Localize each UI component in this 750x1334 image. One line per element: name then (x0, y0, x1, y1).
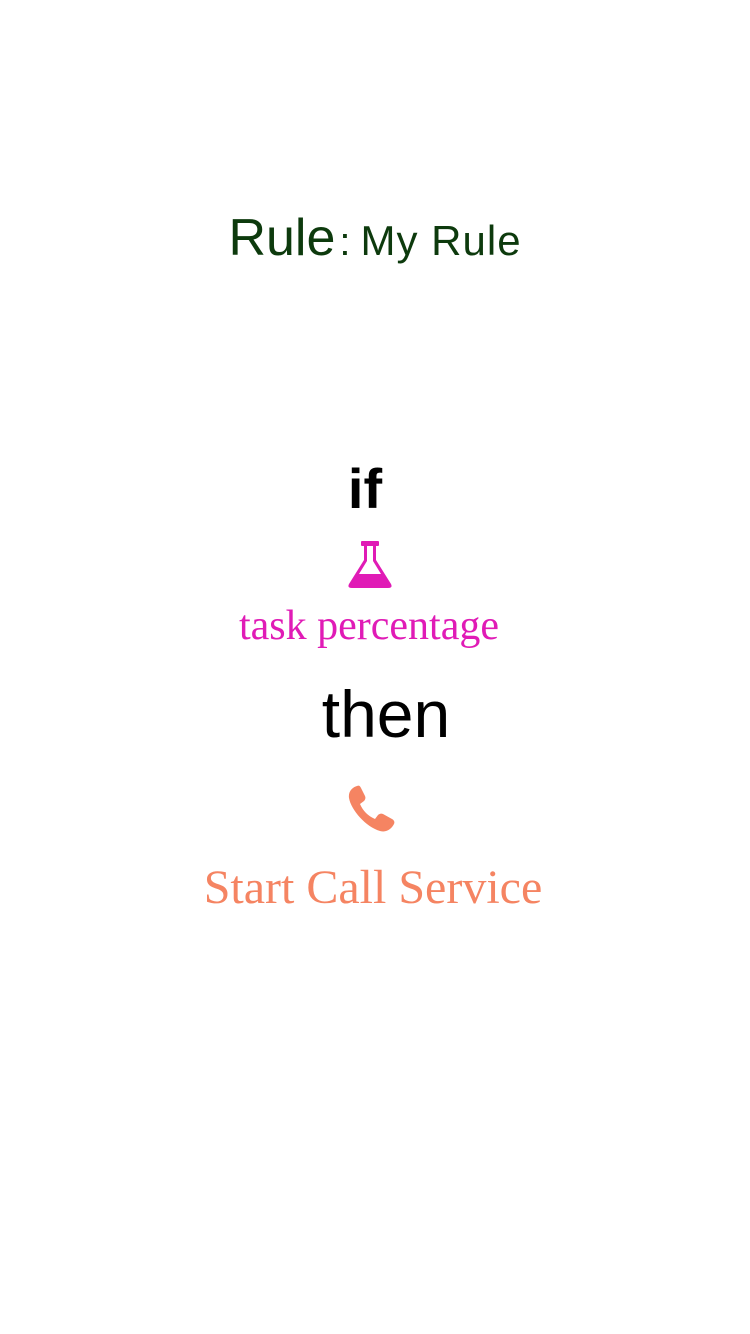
if-keyword: if (347, 457, 383, 520)
rule-name: My Rule (360, 217, 522, 264)
then-keyword: then (321, 677, 451, 751)
phone-icon[interactable] (346, 784, 398, 834)
action-label[interactable]: Start Call Service (203, 861, 543, 914)
flask-icon[interactable] (346, 540, 394, 590)
trigger-label[interactable]: task percentage (238, 603, 500, 649)
rule-title: Rule:My Rule (0, 208, 750, 278)
rule-colon: : (339, 220, 351, 264)
rule-prefix: Rule (228, 209, 336, 267)
